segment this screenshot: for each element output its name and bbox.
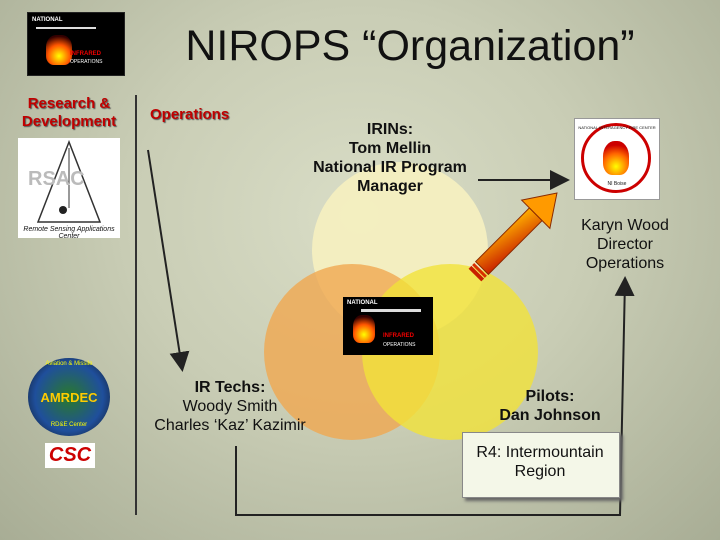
- flame-icon: [46, 35, 72, 65]
- arrow-ops-to-irtech: [147, 149, 190, 372]
- rsac-acronym: RSAC: [28, 168, 85, 190]
- irins-name: Tom Mellin: [348, 140, 432, 157]
- irins-block: IRINs: Tom Mellin National IR Program Ma…: [290, 120, 490, 196]
- rsac-caption: Remote Sensing Applications Center: [23, 226, 115, 240]
- center-nirops-logo: NATIONAL INFRARED OPERATIONS: [343, 297, 433, 355]
- irtech-name2: Charles ‘Kaz’ Kazimir: [154, 417, 306, 434]
- arrow-r4-loop: [235, 276, 635, 516]
- page-title: NIROPS “Organization”: [185, 22, 635, 70]
- amrdec-arc-top: Aviation & Missile: [45, 361, 93, 367]
- karyn-title1: Director: [596, 236, 653, 253]
- r4-line1: R4: Intermountain: [476, 444, 604, 461]
- pilots-head: Pilots:: [525, 388, 575, 405]
- operations-label: Operations: [150, 106, 230, 123]
- plane-icon-center: [361, 309, 421, 312]
- nifc-ring: [581, 123, 651, 193]
- nifc-caption: NATIONAL INTERAGENCY FIRE CENTER: [578, 125, 656, 130]
- irtech-name1: Woody Smith: [182, 398, 278, 415]
- r4-line2: Region: [514, 463, 566, 480]
- amrdec-name: AMRDEC: [40, 390, 98, 405]
- orange-arrow: [468, 192, 558, 282]
- pilots-block: Pilots: Dan Johnson: [480, 387, 620, 425]
- irtech-head: IR Techs:: [194, 379, 266, 396]
- nifc-sub: NI Boise: [607, 181, 627, 187]
- plane-icon: [36, 27, 96, 29]
- amrdec-logo: Aviation & Missile AMRDEC RD&E Center: [28, 358, 110, 436]
- flame-icon-center: [353, 315, 375, 343]
- irins-head: IRINs:: [366, 121, 414, 138]
- center-logo-line2: INFRARED: [383, 333, 414, 339]
- nirops-logo-line1: NATIONAL: [32, 17, 63, 23]
- r4-label: R4: Intermountain Region: [462, 443, 618, 481]
- center-logo-line3: OPERATIONS: [383, 342, 416, 348]
- pilots-name: Dan Johnson: [499, 407, 601, 424]
- karyn-title2: Operations: [585, 255, 665, 272]
- nirops-logo-line3: OPERATIONS: [70, 59, 103, 65]
- csc-logo: CSC: [45, 443, 95, 468]
- irins-title2: Manager: [357, 178, 423, 195]
- nirops-logo: NATIONAL INFRARED OPERATIONS: [27, 12, 125, 76]
- karyn-block: Karyn Wood Director Operations: [560, 216, 690, 273]
- irtech-block: IR Techs: Woody Smith Charles ‘Kaz’ Kazi…: [140, 378, 320, 435]
- karyn-name: Karyn Wood: [581, 217, 669, 234]
- r4-box: [462, 432, 620, 498]
- research-development-label: Research & Development: [14, 95, 124, 131]
- flame-icon-nifc: [603, 141, 629, 175]
- center-logo-line1: NATIONAL: [347, 300, 378, 306]
- amrdec-arc-bottom: RD&E Center: [50, 422, 88, 428]
- rsac-logo: RSAC Remote Sensing Applications Center: [18, 138, 120, 240]
- nifc-logo: NATIONAL INTERAGENCY FIRE CENTER NI Bois…: [574, 118, 660, 200]
- research-line2: Development: [21, 113, 117, 130]
- research-line1: Research &: [27, 95, 111, 112]
- irins-title1: National IR Program: [313, 159, 467, 176]
- nirops-logo-line2: INFRARED: [70, 51, 101, 57]
